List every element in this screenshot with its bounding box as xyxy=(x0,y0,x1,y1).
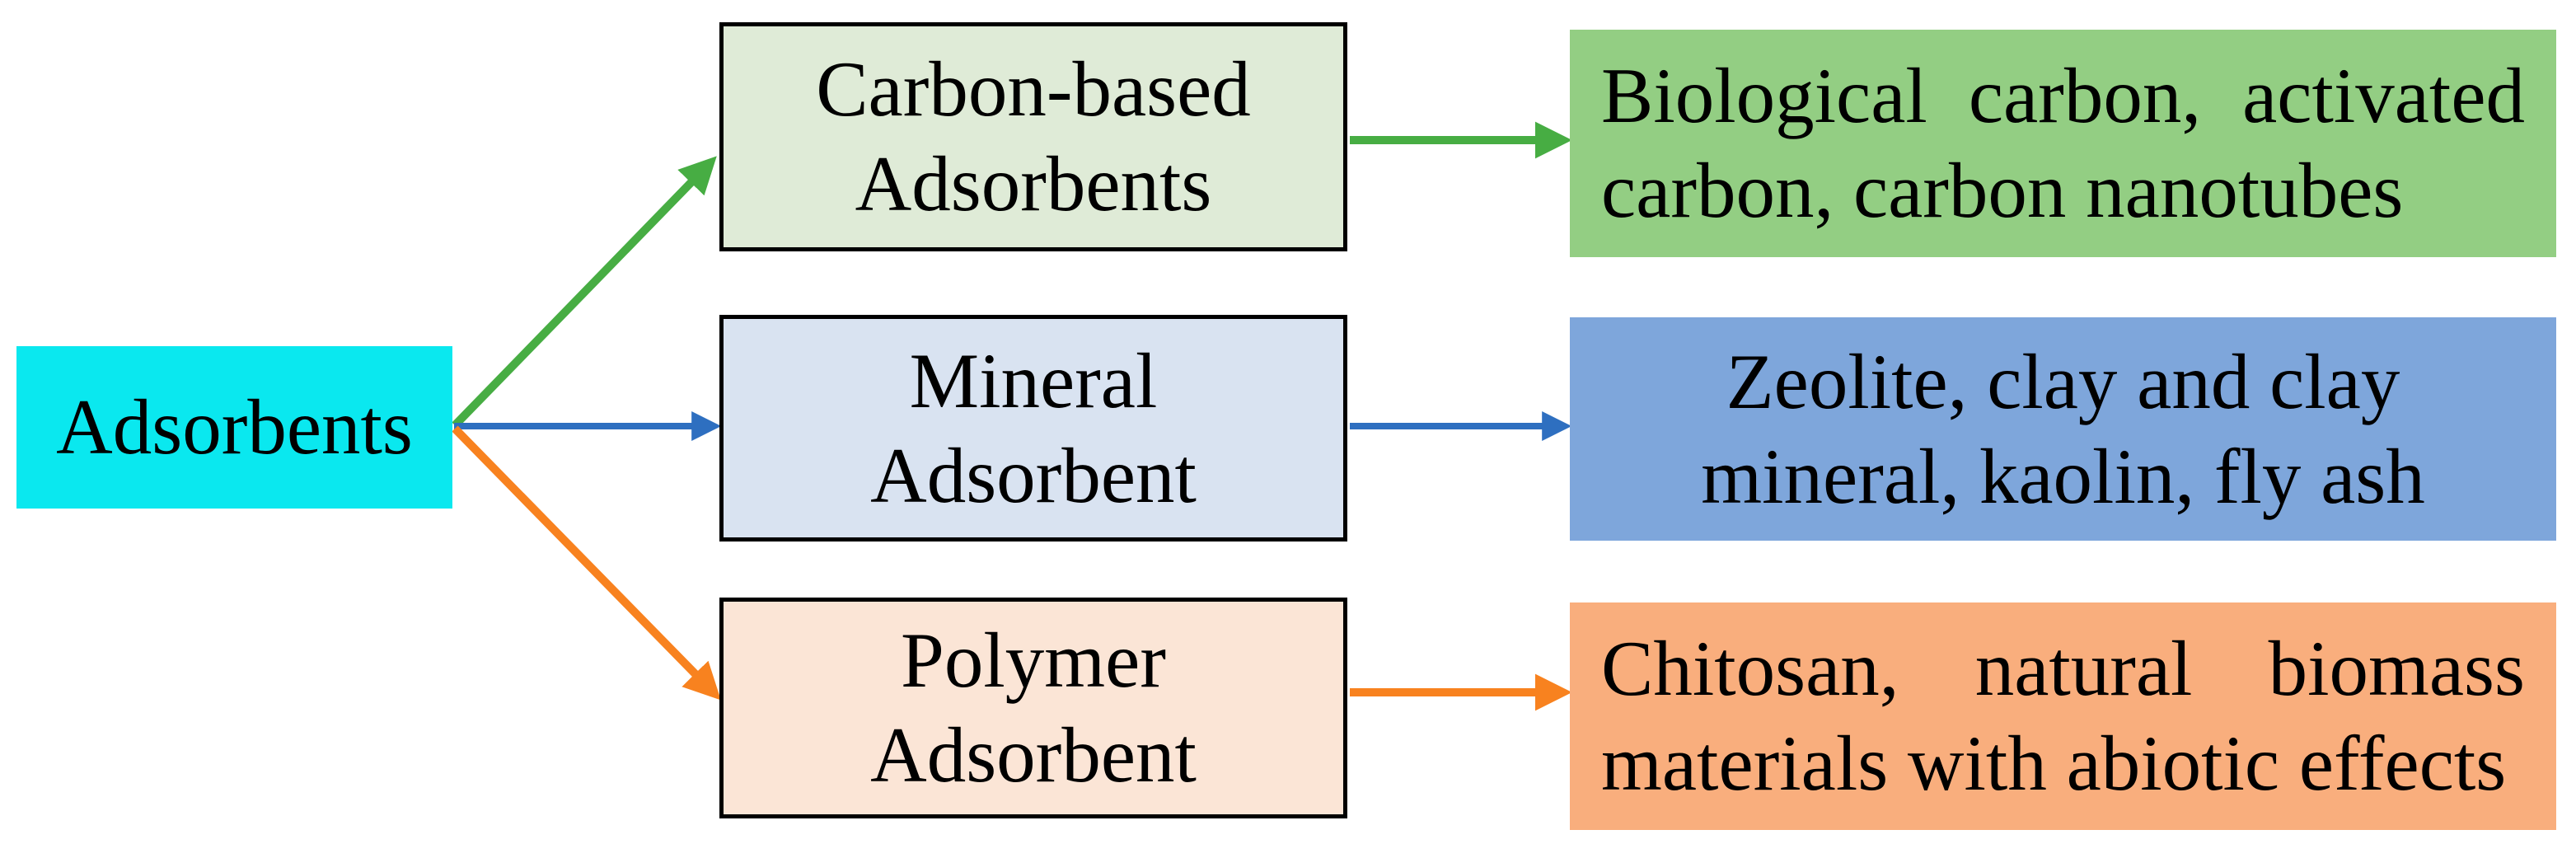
category-label-line: Adsorbents xyxy=(855,140,1212,227)
arrow-root-to-carbon xyxy=(452,156,717,429)
root-node-adsorbents: Adsorbents xyxy=(16,346,452,509)
category-node-carbon-based: Carbon-based Adsorbents xyxy=(719,22,1347,251)
examples-line: materials with abiotic effects xyxy=(1601,720,2507,807)
category-label-line: Adsorbent xyxy=(870,431,1197,519)
examples-node-mineral: Zeolite, clay and clay mineral, kaolin, … xyxy=(1570,317,2556,541)
category-node-polymer: Polymer Adsorbent xyxy=(719,598,1347,818)
examples-line: Biological carbon, activated xyxy=(1601,52,2525,139)
category-label-line: Adsorbent xyxy=(870,711,1197,799)
examples-line: carbon, carbon nanotubes xyxy=(1601,147,2404,234)
arrow-root-to-polymer xyxy=(452,425,721,701)
examples-line: Zeolite, clay and clay xyxy=(1726,337,2400,425)
category-node-mineral: Mineral Adsorbent xyxy=(719,315,1347,542)
examples-node-polymer: Chitosan, natural biomass materials with… xyxy=(1570,602,2556,830)
examples-line: Chitosan, natural biomass xyxy=(1601,625,2525,712)
category-label-line: Polymer xyxy=(901,617,1166,704)
examples-line: mineral, kaolin, fly ash xyxy=(1701,432,2425,520)
category-label-line: Carbon-based xyxy=(816,45,1251,133)
examples-node-carbon-based: Biological carbon, activated carbon, car… xyxy=(1570,30,2556,257)
root-label: Adsorbents xyxy=(56,383,413,471)
category-label-line: Mineral xyxy=(909,336,1158,424)
